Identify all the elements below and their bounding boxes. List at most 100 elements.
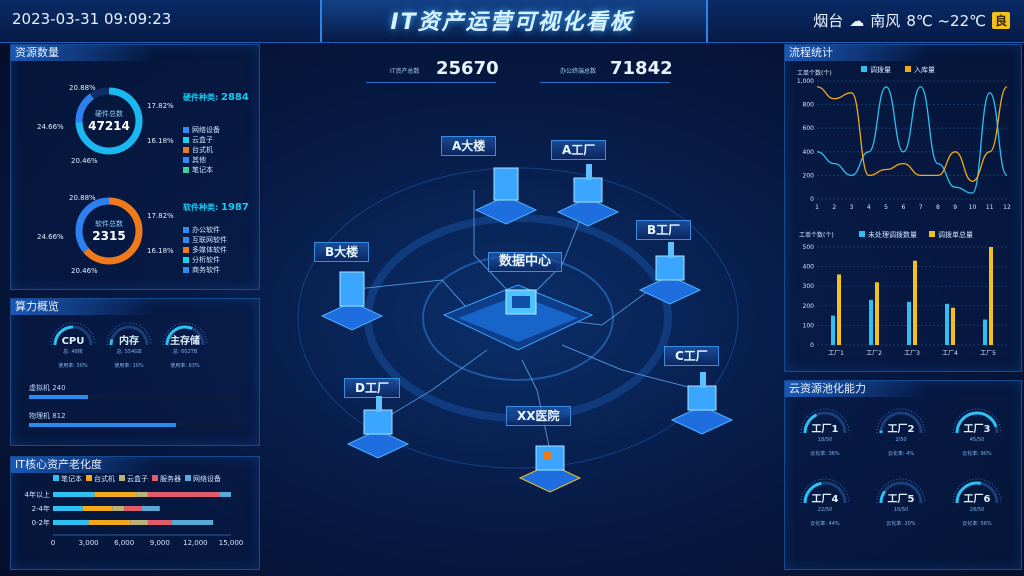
software-kinds: 1987 xyxy=(221,202,249,213)
hw-pct-2: 17.82% xyxy=(147,102,174,110)
bar-y-tick: 400 xyxy=(803,264,815,271)
aging-bar-segment xyxy=(142,506,160,511)
gauge-sub: 28/50 xyxy=(970,507,984,513)
gauge-fill xyxy=(53,325,74,346)
gauge-fill xyxy=(803,481,822,504)
line-y-tick: 200 xyxy=(803,172,815,179)
bar xyxy=(869,299,873,345)
pm-bar-track xyxy=(29,423,239,427)
gauge-rate: 使用率: 50% xyxy=(58,362,88,369)
gauge-rate: 云化率: 36% xyxy=(810,450,840,457)
line-x-tick: 3 xyxy=(850,204,854,211)
hardware-legend-item: 其他 xyxy=(183,155,220,165)
d-factory-label[interactable]: D工厂 xyxy=(344,378,400,398)
aging-bar-segment xyxy=(112,506,125,511)
aging-x-tick: 3,000 xyxy=(79,539,99,547)
gauge-name: 内存 xyxy=(119,334,139,347)
bar-y-tick: 100 xyxy=(803,322,815,329)
data-center-node[interactable] xyxy=(442,284,594,351)
line-x-tick: 6 xyxy=(901,204,905,211)
clock: 2023-03-31 09:09:23 xyxy=(12,10,172,28)
hardware-center-label: 硬件总数 xyxy=(95,109,123,118)
cloud-icon: ☁ xyxy=(849,11,865,30)
a-factory-label[interactable]: A工厂 xyxy=(551,140,607,160)
aging-category-label: 0-2年 xyxy=(32,518,50,527)
gauge-rate: 云化率: 20% xyxy=(886,520,916,527)
line-y-tick: 800 xyxy=(803,102,815,109)
sw-pct-2: 17.82% xyxy=(147,212,174,220)
line-x-tick: 1 xyxy=(815,204,819,211)
aging-bar-segment xyxy=(171,520,214,525)
bar xyxy=(951,307,955,345)
legend-label: 服务器 xyxy=(160,474,181,483)
line-x-tick: 10 xyxy=(969,204,977,211)
aging-bar-segment xyxy=(130,520,148,525)
xx-hospital-label[interactable]: XX医院 xyxy=(506,406,571,426)
legend-swatch xyxy=(859,231,865,237)
page-title: IT资产运营可视化看板 xyxy=(390,10,634,35)
legend-swatch xyxy=(185,475,191,481)
bar-chart-ylabel: 工单个数(个) xyxy=(799,231,834,239)
hardware-legend-item: 笔记本 xyxy=(183,165,220,175)
b-factory-label[interactable]: B工厂 xyxy=(636,220,692,240)
legend-label: 多媒体软件 xyxy=(192,246,227,254)
aging-bar-segment xyxy=(136,492,148,497)
gauge-sub: 总: 554GB xyxy=(116,348,142,355)
c-factory-label[interactable]: C工厂 xyxy=(664,346,719,366)
line-x-tick: 8 xyxy=(936,204,940,211)
hardware-kinds: 2884 xyxy=(221,92,249,103)
legend-swatch xyxy=(152,475,158,481)
gauge-sub: 45/50 xyxy=(970,437,984,443)
aging-bar-segment xyxy=(147,492,220,497)
line-x-tick: 4 xyxy=(867,204,871,211)
line-x-tick: 12 xyxy=(1003,204,1011,211)
aging-x-tick: 12,000 xyxy=(183,539,208,547)
link-c-factory xyxy=(561,344,701,391)
gauge-name: 工厂3 xyxy=(964,423,991,435)
a-building-label[interactable]: A大楼 xyxy=(441,136,497,156)
line-y-tick: 1,000 xyxy=(797,78,814,85)
hw-pct-1: 20.88% xyxy=(69,84,96,92)
bar-y-tick: 0 xyxy=(810,342,814,349)
aging-panel-title: IT核心资产老化度 xyxy=(11,457,155,473)
assets-charts: 硬件总数 47214 20.88% 17.82% 24.66% 16.18% 2… xyxy=(37,84,249,275)
aging-bar-segment xyxy=(219,492,231,497)
gauge-fill xyxy=(879,490,887,504)
assets-panel: 资源数量 硬件总数 47214 20.88% 17.82% 24.66% 16.… xyxy=(10,44,260,290)
hardware-legend-item: 网络设备 xyxy=(183,125,220,135)
line-x-tick: 9 xyxy=(953,204,957,211)
line-chart-ylabel: 工单个数(个) xyxy=(797,69,832,77)
gauge-sub: 总: 602TB xyxy=(173,348,198,355)
data-center-label[interactable]: 数据中心 xyxy=(488,252,563,272)
legend-swatch xyxy=(929,231,935,237)
legend-label: 云盒子 xyxy=(127,474,148,483)
legend-swatch xyxy=(183,167,189,173)
aging-bar-segment xyxy=(53,492,95,497)
legend-label: 调拨单总量 xyxy=(938,230,973,239)
legend-swatch xyxy=(183,247,189,253)
top-bar: 2023-03-31 09:09:23 IT资产运营可视化看板 烟台 ☁ 南风 … xyxy=(0,0,1024,43)
gauge-ticks xyxy=(952,408,1002,434)
bar-x-tick: 工厂2 xyxy=(866,350,882,357)
legend-swatch xyxy=(183,257,189,263)
legend-swatch xyxy=(183,137,189,143)
it-assets-stat: IT资产总数 25670 xyxy=(366,56,499,83)
gauge-sub: 10/50 xyxy=(894,507,908,513)
legend-swatch xyxy=(183,157,189,163)
bar-y-tick: 200 xyxy=(803,303,815,310)
aging-x-tick: 9,000 xyxy=(150,539,170,547)
software-center-label: 软件总数 xyxy=(95,219,123,228)
bar-x-tick: 工厂4 xyxy=(942,350,958,357)
hardware-kinds-label: 硬件种类: xyxy=(183,92,218,102)
aging-bar-segment xyxy=(147,520,172,525)
aging-bar-segment xyxy=(94,492,137,497)
wind: 南风 xyxy=(870,12,901,30)
gauge-track xyxy=(879,411,923,434)
hardware-donut: 硬件总数 47214 xyxy=(75,87,143,155)
gauge-fill xyxy=(109,338,114,346)
b-building-label[interactable]: B大楼 xyxy=(314,242,370,262)
gauge-ticks xyxy=(952,478,1002,504)
hw-pct-3: 24.66% xyxy=(37,123,64,131)
